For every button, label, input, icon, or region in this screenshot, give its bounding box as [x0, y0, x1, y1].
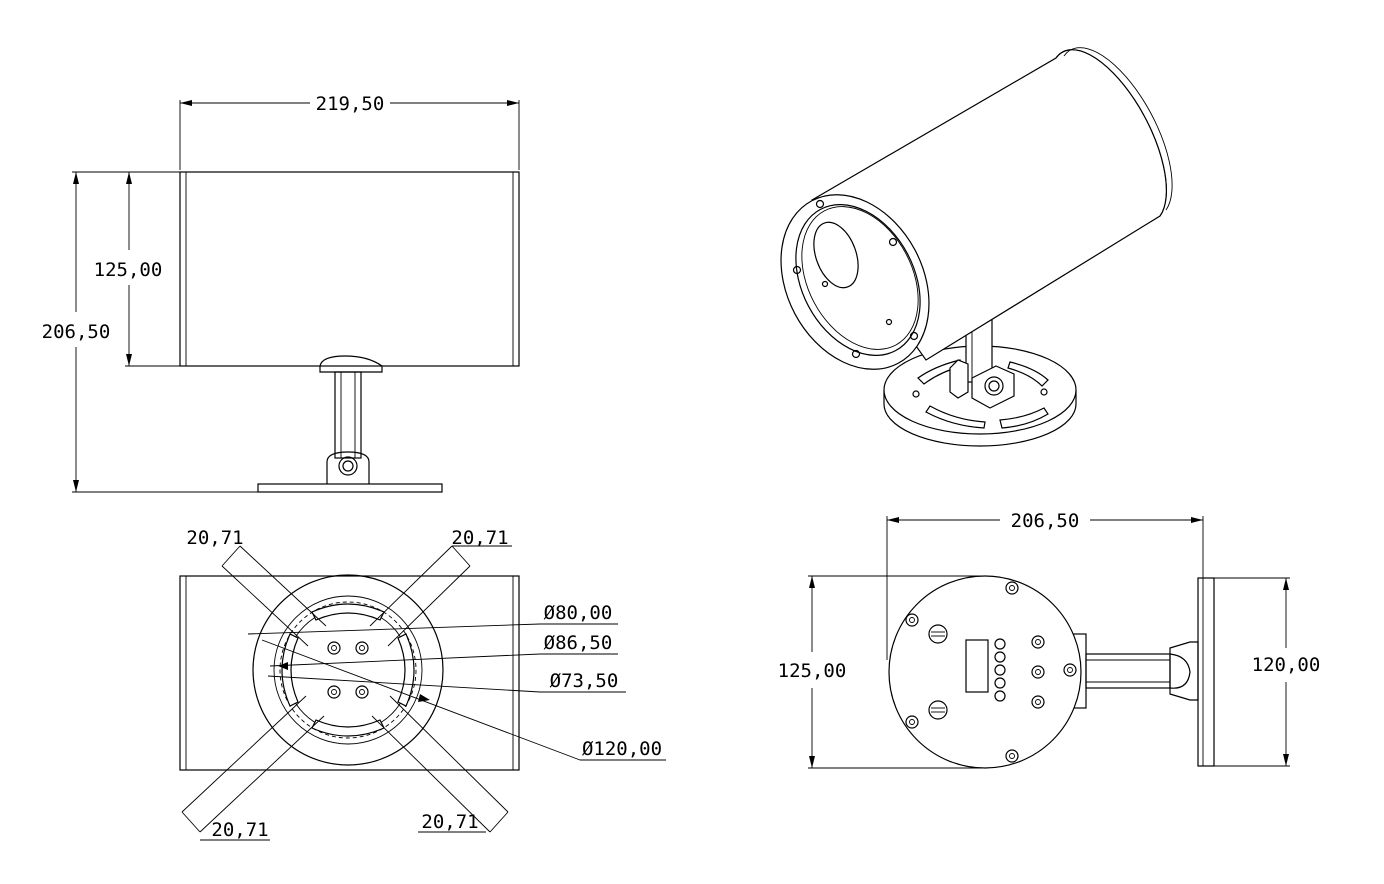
base-slot-bl-label: 20,71	[211, 819, 268, 841]
iso-front-ring	[780, 194, 930, 370]
rear-arm	[1071, 633, 1199, 709]
rear-width-dimension: 206,50	[886, 510, 1204, 660]
base-slot-bottom	[311, 719, 385, 737]
base-slot-top	[311, 603, 385, 621]
side-bracket	[326, 451, 370, 484]
base-slot-tr-label: 20,71	[451, 527, 508, 549]
base-bolt-holes	[327, 641, 369, 699]
rear-height-right-label: 120,00	[1252, 654, 1321, 676]
base-view: 20,71 20,71 20,71 20,71	[179, 527, 666, 841]
base-plate-circle	[252, 574, 444, 766]
base-slot-br-label: 20,71	[421, 811, 478, 833]
isometric-view	[780, 47, 1173, 447]
base-slot-dimension-bl: 20,71	[181, 695, 325, 841]
side-base-plate	[257, 483, 443, 493]
base-outline	[179, 575, 520, 771]
side-body	[179, 171, 520, 367]
rear-body-circle	[888, 575, 1082, 769]
side-width-dimension: 219,50	[179, 93, 520, 170]
base-slot-dimension-tr: 20,71	[369, 527, 512, 647]
side-total-height-label: 206,50	[42, 321, 111, 343]
rear-height-left-label: 125,00	[778, 660, 847, 682]
rear-width-label: 206,50	[1011, 510, 1080, 532]
base-slot-right	[397, 633, 415, 707]
rear-screws	[905, 581, 1077, 763]
side-total-height-dimension: 206,50	[42, 171, 258, 493]
rear-indicator-leds	[994, 638, 1006, 702]
rear-right-height-dimension: 120,00	[1214, 577, 1321, 767]
rear-display	[965, 639, 989, 693]
base-slot-dimension-br: 20,71	[371, 695, 509, 833]
side-post	[334, 371, 362, 459]
side-view: 219,50 125,00 206,50	[42, 93, 520, 493]
base-slot-dimension-tl: 20,71	[186, 527, 327, 647]
rear-cable-glands	[928, 624, 948, 720]
base-diameter-leaders	[247, 623, 666, 761]
side-width-label: 219,50	[316, 93, 385, 115]
rear-view: 206,50 125,00 120,00	[778, 510, 1321, 769]
base-dia-d-label: Ø120,00	[582, 738, 662, 760]
side-body-height-label: 125,00	[94, 259, 163, 281]
rear-mount-plate	[1197, 577, 1215, 767]
base-slot-tl-label: 20,71	[186, 527, 243, 549]
base-dia-b-label: Ø86,50	[544, 632, 613, 654]
rear-left-height-dimension: 125,00	[778, 575, 985, 769]
base-dia-c-label: Ø73,50	[550, 670, 619, 692]
side-mount-cap	[319, 355, 383, 373]
base-dia-a-label: Ø80,00	[544, 602, 613, 624]
side-body-height-dimension: 125,00	[94, 171, 180, 367]
